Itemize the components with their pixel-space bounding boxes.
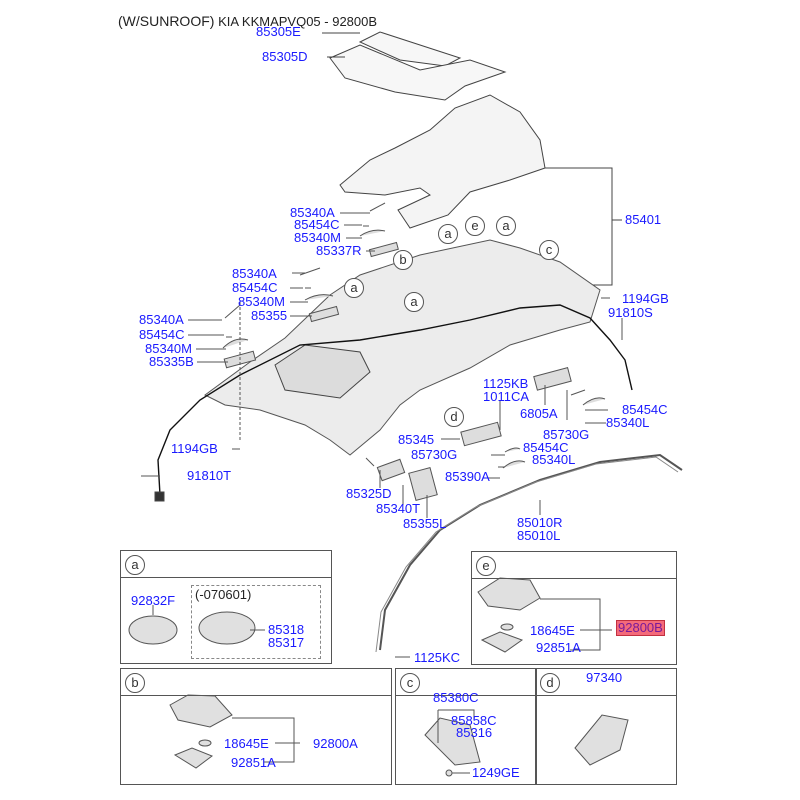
part-85337r[interactable]: 85337R <box>316 243 362 258</box>
part-85340a-3[interactable]: 85340A <box>139 312 184 327</box>
part-85454c-1[interactable]: 85454C <box>294 217 340 232</box>
pad-85305d <box>329 44 507 101</box>
part-85340m-2[interactable]: 85340M <box>238 294 285 309</box>
part-92800b-highlighted[interactable]: 92800B <box>616 620 665 636</box>
callout-a-1[interactable]: a <box>438 224 458 244</box>
part-85335b[interactable]: 85335B <box>149 354 194 369</box>
callout-e[interactable]: e <box>465 216 485 236</box>
part-85340m-3[interactable]: 85340M <box>145 341 192 356</box>
part-1194gb-left[interactable]: 1194GB <box>171 441 218 456</box>
part-85454c-right[interactable]: 85454C <box>622 402 668 417</box>
part-97340[interactable]: 97340 <box>586 670 623 685</box>
lamp-97340 <box>574 714 629 766</box>
part-85454c-mid[interactable]: 85454C <box>523 440 569 455</box>
part-1011ca[interactable]: 1011CA <box>483 389 530 404</box>
part-85010l[interactable]: 85010L <box>517 528 561 543</box>
detail-box-d-header <box>536 669 676 696</box>
wiring-harness <box>157 304 633 496</box>
part-1125kc[interactable]: 1125KC <box>414 650 461 665</box>
part-92851a-e[interactable]: 92851A <box>536 640 581 655</box>
part-85340l-mid[interactable]: 85340L <box>532 452 576 467</box>
detail-a-tag: a <box>125 555 145 575</box>
part-85318[interactable]: 85318 <box>268 622 305 637</box>
title-prefix: (W/SUNROOF) <box>118 13 215 29</box>
detail-e-tag: e <box>476 556 496 576</box>
pad-85305e <box>358 31 462 67</box>
part-85454c-2[interactable]: 85454C <box>232 280 278 295</box>
insulator-85401 <box>339 94 546 229</box>
part-92832f[interactable]: 92832F <box>131 593 176 608</box>
part-85390a[interactable]: 85390A <box>445 469 490 484</box>
title-text: KIA KKMAPVQ05 - 92800B <box>218 14 378 29</box>
part-85401[interactable]: 85401 <box>625 212 662 227</box>
callout-b[interactable]: b <box>393 250 413 270</box>
detail-box-e: e <box>471 551 677 665</box>
detail-box-d: d <box>535 668 677 785</box>
part-85340t[interactable]: 85340T <box>376 501 421 516</box>
part-85325d[interactable]: 85325D <box>346 486 392 501</box>
detail-box-a-header <box>121 551 331 578</box>
part-85355[interactable]: 85355 <box>251 308 288 323</box>
detail-d-tag: d <box>540 673 560 693</box>
part-85305e[interactable]: 85305E <box>256 24 301 39</box>
part-85010r[interactable]: 85010R <box>517 515 563 530</box>
part-18645e-b[interactable]: 18645E <box>224 736 269 751</box>
callout-a-3[interactable]: a <box>344 278 364 298</box>
detail-b-tag: b <box>125 673 145 693</box>
part-85355l[interactable]: 85355L <box>403 516 447 531</box>
part-85730g-mid[interactable]: 85730G <box>411 447 458 462</box>
part-85340a-1[interactable]: 85340A <box>290 205 335 220</box>
part-1194gb-right[interactable]: 1194GB <box>622 291 669 306</box>
part-85340l-right[interactable]: 85340L <box>606 415 650 430</box>
part-1125kb[interactable]: 1125KB <box>483 376 529 391</box>
assembly-85318 <box>198 611 256 645</box>
part-92851a-b[interactable]: 92851A <box>231 755 276 770</box>
cover-92832f <box>128 615 178 645</box>
detail-box-b: b <box>120 668 392 785</box>
part-85730g-right[interactable]: 85730G <box>543 427 590 442</box>
part-6805a[interactable]: 6805A <box>520 406 558 421</box>
detail-box-e-header <box>472 552 676 579</box>
part-85340a-2[interactable]: 85340A <box>232 266 277 281</box>
part-85316[interactable]: 85316 <box>456 725 493 740</box>
part-92800a[interactable]: 92800A <box>313 736 358 751</box>
diagram-title: (W/SUNROOF) KIA KKMAPVQ05 - 92800B <box>118 13 377 29</box>
superseded-group <box>191 585 321 659</box>
callout-a-2[interactable]: a <box>496 216 516 236</box>
part-85340m-1[interactable]: 85340M <box>294 230 341 245</box>
callout-a-4[interactable]: a <box>404 292 424 312</box>
part-91810s[interactable]: 91810S <box>608 305 653 320</box>
part-18645e-e[interactable]: 18645E <box>530 623 575 638</box>
callout-d[interactable]: d <box>444 407 464 427</box>
part-85305d[interactable]: 85305D <box>262 49 308 64</box>
detail-box-c: c <box>395 668 537 785</box>
detail-box-b-header <box>121 669 391 696</box>
date-note: (-070601) <box>195 587 252 602</box>
small-parts <box>222 202 606 501</box>
part-85345[interactable]: 85345 <box>398 432 435 447</box>
part-91810t[interactable]: 91810T <box>187 468 232 483</box>
detail-box-c-header <box>396 669 536 696</box>
part-85317[interactable]: 85317 <box>268 635 305 650</box>
part-85454c-3[interactable]: 85454C <box>139 327 185 342</box>
detail-c-tag: c <box>400 673 420 693</box>
part-85858c[interactable]: 85858C <box>451 713 497 728</box>
callout-c[interactable]: c <box>539 240 559 260</box>
part-1249ge[interactable]: 1249GE <box>472 765 520 780</box>
part-85380c[interactable]: 85380C <box>433 690 479 705</box>
detail-box-a: a <box>120 550 332 664</box>
